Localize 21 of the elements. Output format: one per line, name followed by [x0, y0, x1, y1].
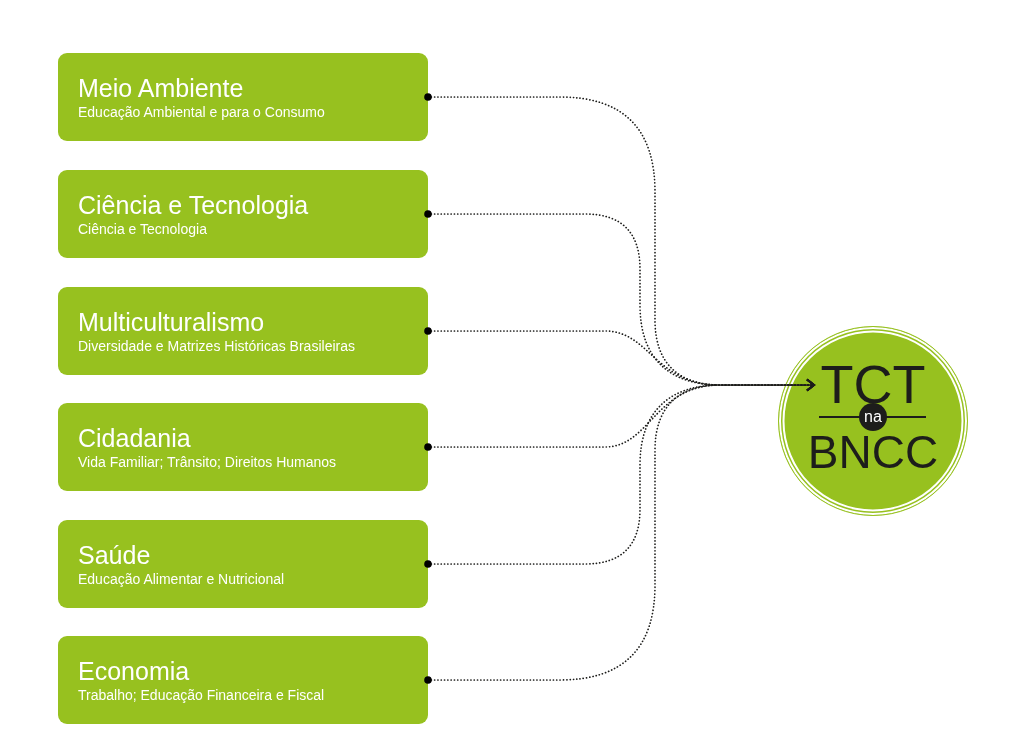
topic-subtitle: Trabalho; Educação Financeira e Fiscal: [78, 685, 325, 705]
topic-title: Saúde: [78, 539, 151, 570]
topic-subtitle: Diversidade e Matrizes Históricas Brasileiras: [78, 336, 355, 356]
topic-title: Meio Ambiente: [78, 72, 244, 103]
dotted-connector: [424, 378, 815, 684]
topic-title: Ciência e Tecnologia: [78, 189, 309, 220]
topic-box: [58, 287, 428, 375]
topic-title: Economia: [78, 655, 190, 686]
badge-title: BNCC: [807, 429, 939, 475]
na-disc: na: [859, 403, 887, 431]
topic-title: Multiculturalismo: [78, 306, 265, 337]
topic-subtitle: Vida Familiar; Trânsito; Direitos Humanos: [78, 452, 337, 472]
topic-box: [58, 636, 428, 724]
topic-subtitle: Ciência e Tecnologia: [78, 219, 207, 239]
topic-subtitle: Educação Alimentar e Nutricional: [78, 569, 285, 589]
topic-title: Cidadania: [78, 422, 191, 453]
topic-box: [58, 403, 428, 491]
topic-box: [58, 170, 428, 258]
topic-box: [58, 520, 428, 608]
topic-subtitle: Educação Ambiental e para o Consumo: [78, 102, 325, 122]
topic-box: [58, 53, 428, 141]
